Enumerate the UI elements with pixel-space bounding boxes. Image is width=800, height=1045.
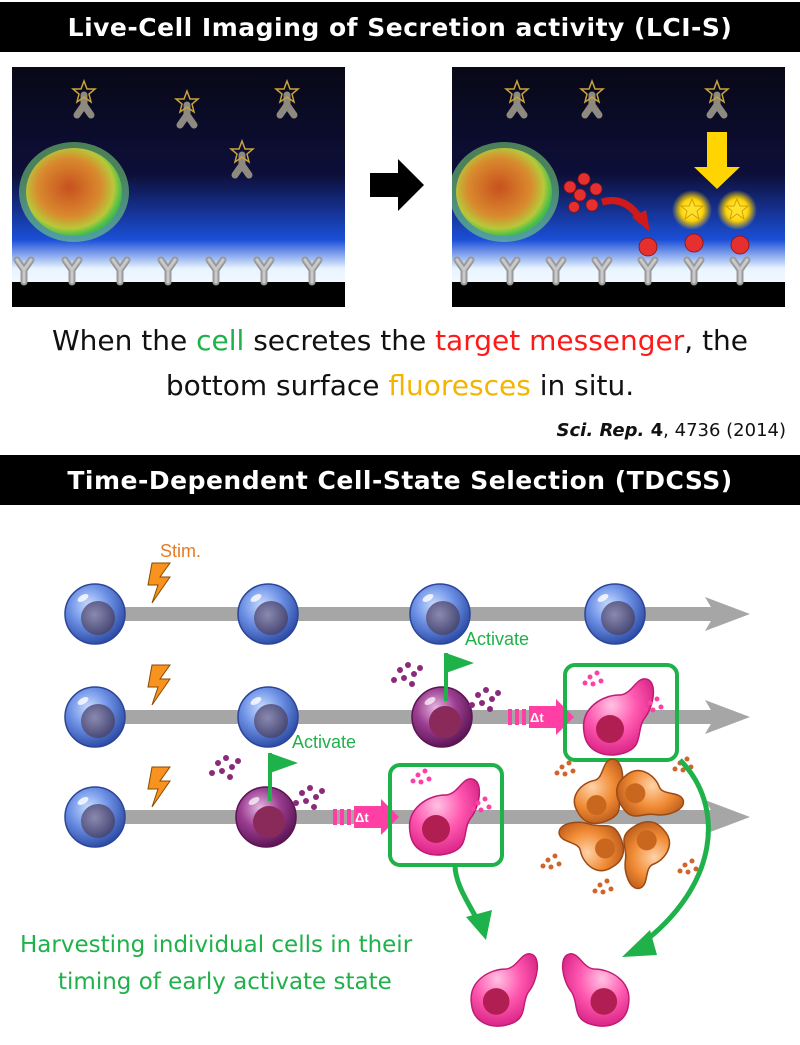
reference-rest: , 4736 (2014) [663,420,786,441]
reference-volume: 4 [650,420,664,441]
caption-target-word: target messenger [435,324,685,357]
activate-label: Activate [292,732,356,752]
arrow-right-icon [370,159,424,211]
harvest-caption-line-1: Harvesting individual cells in their [20,932,413,958]
caption-text: in situ. [530,369,635,402]
secretion-dots [293,785,325,810]
reference-citation: Sci. Rep. 4, 4736 (2014) [557,420,786,441]
harvested-cell [561,953,630,1027]
activate-label: Activate [465,629,529,649]
resting-cell [64,583,126,645]
resting-cell [64,786,126,848]
delta-t-label: Δt [530,710,544,725]
resting-cell [584,583,646,645]
activating-cell [411,686,473,748]
selection-box [563,663,679,762]
resting-cell [64,686,126,748]
tdcss-diagram: Stim. Activate Δt Activate Δt [64,541,750,1027]
lightning-icon [147,766,171,808]
caption-fluoresces-word: fluoresces [388,369,531,402]
secretion-dots [410,768,432,785]
caption-text: When the [51,324,197,357]
lightning-icon [147,664,171,706]
harvested-cell [470,953,539,1027]
tdcss-title: Time-Dependent Cell-State Selection (TDC… [67,465,733,495]
secretion-dots [582,670,604,687]
lightning-icon [147,562,171,604]
resting-cell [409,583,471,645]
caption-text: bottom surface [165,369,389,402]
caption-cell-word: cell [196,324,245,357]
resting-cell [237,686,299,748]
lci-before-panel [12,67,345,307]
lci-s-header: Live-Cell Imaging of Secretion activity … [0,2,800,52]
resting-cell [237,583,299,645]
caption-text: , the [684,324,749,357]
harvest-caption-line-2: timing of early activate state [58,969,392,995]
secretion-dots [209,755,241,780]
caption-line-1: When the cell secretes the target messen… [0,318,800,364]
target-messenger-cluster [563,172,603,213]
harvest-arrow [638,758,711,947]
activated-cell [582,678,655,756]
caption-text: secretes the [244,324,436,357]
lci-s-title: Live-Cell Imaging of Secretion activity … [67,12,733,42]
tdcss-header: Time-Dependent Cell-State Selection (TDC… [0,455,800,505]
secretion-dots [469,687,501,712]
mature-cell-cluster [540,755,699,895]
activating-cell [235,786,297,848]
secretion-dots [391,662,423,687]
lci-after-panel [452,67,785,307]
caption-line-2: bottom surface fluoresces in situ. [0,363,800,409]
selection-box [388,763,504,867]
delta-t-label: Δt [355,810,369,825]
stim-label: Stim. [160,541,201,561]
reference-journal: Sci. Rep. [556,420,645,441]
star-icon [679,197,750,221]
activated-cell [408,778,481,856]
